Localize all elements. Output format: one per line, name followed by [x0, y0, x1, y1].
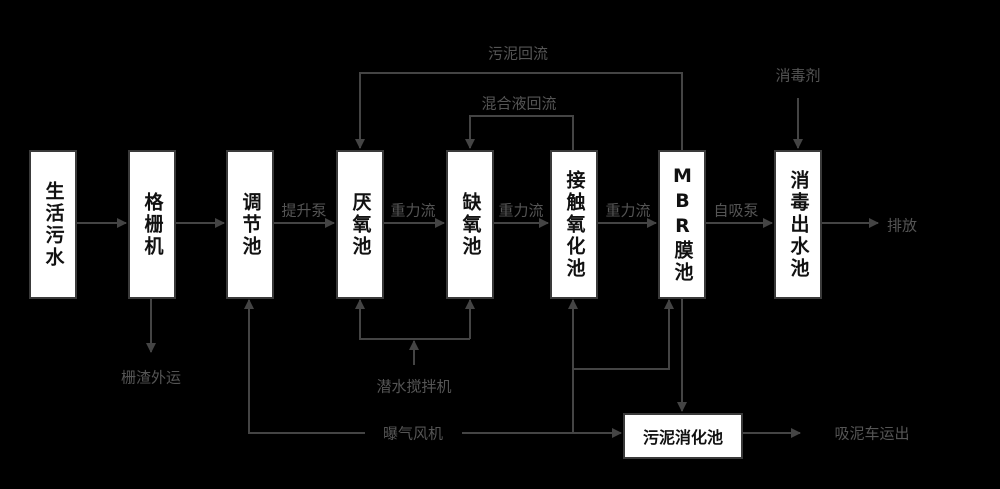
unit-bar-screen: 格栅机: [128, 150, 176, 299]
unit-anaerobic-tank: 厌氧池: [336, 150, 384, 299]
unit-label: 生活污水: [42, 180, 65, 269]
unit-sludge-digester: 污泥消化池: [623, 413, 743, 459]
unit-label: 接触氧化池: [563, 169, 586, 280]
sludge-return-line: [355, 72, 683, 150]
unit-label: 调节池: [239, 191, 262, 258]
air-line-mbr: [573, 299, 674, 370]
label-lift-pump: 提升泵: [281, 201, 327, 220]
label-discharge: 排放: [886, 216, 918, 235]
label-aeration-blower: 曝气风机: [382, 424, 444, 443]
label-sludge-truck-out: 吸泥车运出: [834, 424, 910, 443]
label-self-priming-pump: 自吸泵: [713, 201, 759, 220]
unit-label: 消毒出水池: [787, 169, 810, 280]
unit-disinfection-tank: 消毒出水池: [774, 150, 822, 299]
air-line-equalization: [244, 299, 365, 434]
unit-label: 厌氧池: [349, 191, 372, 258]
unit-mbr-tank: MBR膜池: [658, 150, 706, 299]
unit-label: MBR膜池: [671, 165, 694, 284]
unit-anoxic-tank: 缺氧池: [446, 150, 494, 299]
unit-label: 格栅机: [141, 191, 164, 258]
unit-domestic-sewage: 生活污水: [29, 150, 77, 299]
label-gravity-flow-1: 重力流: [390, 201, 436, 220]
label-sludge-return: 污泥回流: [487, 44, 549, 63]
label-submersible-mixer: 潜水搅拌机: [376, 377, 452, 396]
mixed-liquor-return-line: [465, 115, 574, 150]
unit-equalization-tank: 调节池: [226, 150, 274, 299]
unit-contact-oxidation-tank: 接触氧化池: [550, 150, 598, 299]
label-mixed-liquor-return: 混合液回流: [481, 94, 557, 113]
label-disinfectant: 消毒剂: [775, 66, 821, 85]
mixer-line-anaerobic: [355, 299, 470, 340]
unit-label: 缺氧池: [459, 191, 482, 258]
label-screenings-out: 栅渣外运: [120, 368, 182, 387]
label-gravity-flow-3: 重力流: [605, 201, 651, 220]
label-gravity-flow-2: 重力流: [498, 201, 544, 220]
